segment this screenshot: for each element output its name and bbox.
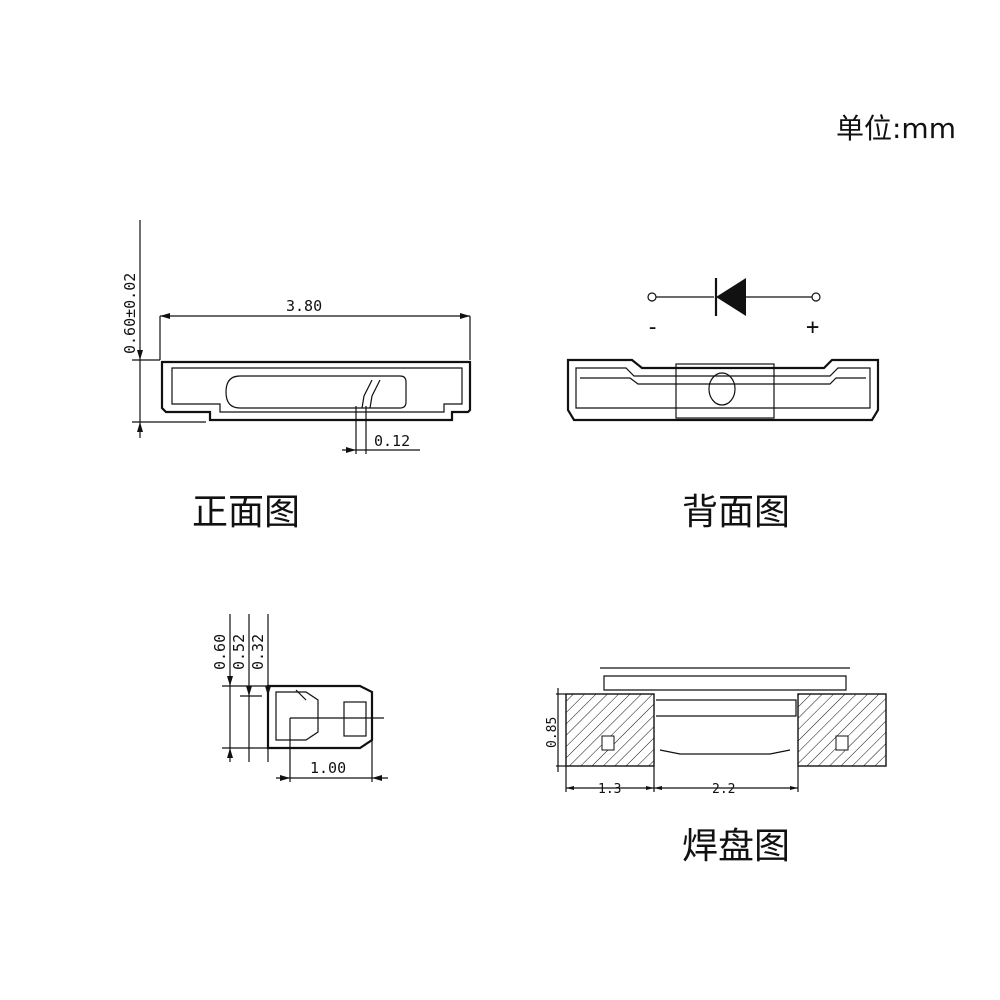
arrow-down-icon [246, 686, 252, 696]
arrow-up-icon [137, 422, 143, 432]
back-view: - + [566, 278, 880, 422]
pad-component-bottom [659, 749, 791, 755]
back-body-rail [580, 377, 866, 385]
arrow-left-icon [372, 775, 382, 781]
right-pad-slot [835, 735, 849, 751]
back-polarity-hole [708, 372, 736, 406]
left-pad-slot [601, 735, 615, 751]
side-dim-width: 1.00 [310, 759, 346, 777]
arrow-right-icon [460, 313, 470, 319]
back-body-outline [566, 358, 880, 422]
side-body-inner [275, 691, 319, 741]
pad-component-top [603, 675, 847, 691]
anode-terminal-icon [647, 292, 657, 302]
front-dim-height: 0.60±0.02 [121, 273, 139, 354]
front-dim-width: 3.80 [286, 297, 322, 315]
arrow-right-icon [790, 786, 798, 790]
front-lens-window [225, 375, 407, 409]
cathode-terminal-icon [811, 292, 821, 302]
arrow-down-icon [137, 350, 143, 360]
side-chamfer [295, 689, 307, 701]
side-dim-c: 0.32 [249, 634, 267, 670]
polarity-plus: + [806, 315, 819, 340]
front-view-caption: 正面图 [192, 492, 300, 533]
back-body-inner [575, 367, 871, 409]
arrow-right-icon [646, 786, 654, 790]
front-view: 3.80 0.60±0.02 0.12 [121, 220, 472, 454]
front-body-inner [171, 367, 463, 413]
left-solder-pad [565, 693, 655, 767]
arrow-right-icon [280, 775, 290, 781]
arrow-left-icon [160, 313, 170, 319]
unit-label: 单位:mm [836, 112, 956, 145]
back-center-pad [675, 363, 775, 419]
front-lens-mark [361, 379, 381, 409]
pad-dim-gap: 2.2 [712, 782, 735, 797]
polarity-minus: - [646, 315, 659, 340]
side-dim-b: 0.52 [230, 634, 248, 670]
arrow-down-icon [265, 686, 271, 696]
pad-component-body [656, 699, 797, 717]
side-body-outline [266, 684, 374, 750]
side-view: 0.60 0.52 0.32 1.00 [211, 614, 388, 782]
arrow-up-icon [227, 748, 233, 758]
pad-view: 0.85 1.3 2.2 [545, 667, 887, 797]
front-body-outline [160, 360, 472, 422]
pad-view-caption: 焊盘图 [682, 826, 790, 867]
side-dim-a: 0.60 [211, 634, 229, 670]
arrow-right-icon [346, 447, 356, 453]
arrow-left-icon [566, 786, 574, 790]
pad-dim-pad: 1.3 [598, 782, 621, 797]
right-solder-pad [797, 693, 887, 767]
arrow-down-icon [227, 676, 233, 686]
diode-symbol-icon [716, 278, 746, 316]
arrow-left-icon [654, 786, 662, 790]
front-dim-offset: 0.12 [374, 432, 410, 450]
side-pad [343, 701, 367, 737]
back-view-caption: 背面图 [682, 492, 790, 533]
pad-dim-height: 0.85 [545, 717, 560, 748]
